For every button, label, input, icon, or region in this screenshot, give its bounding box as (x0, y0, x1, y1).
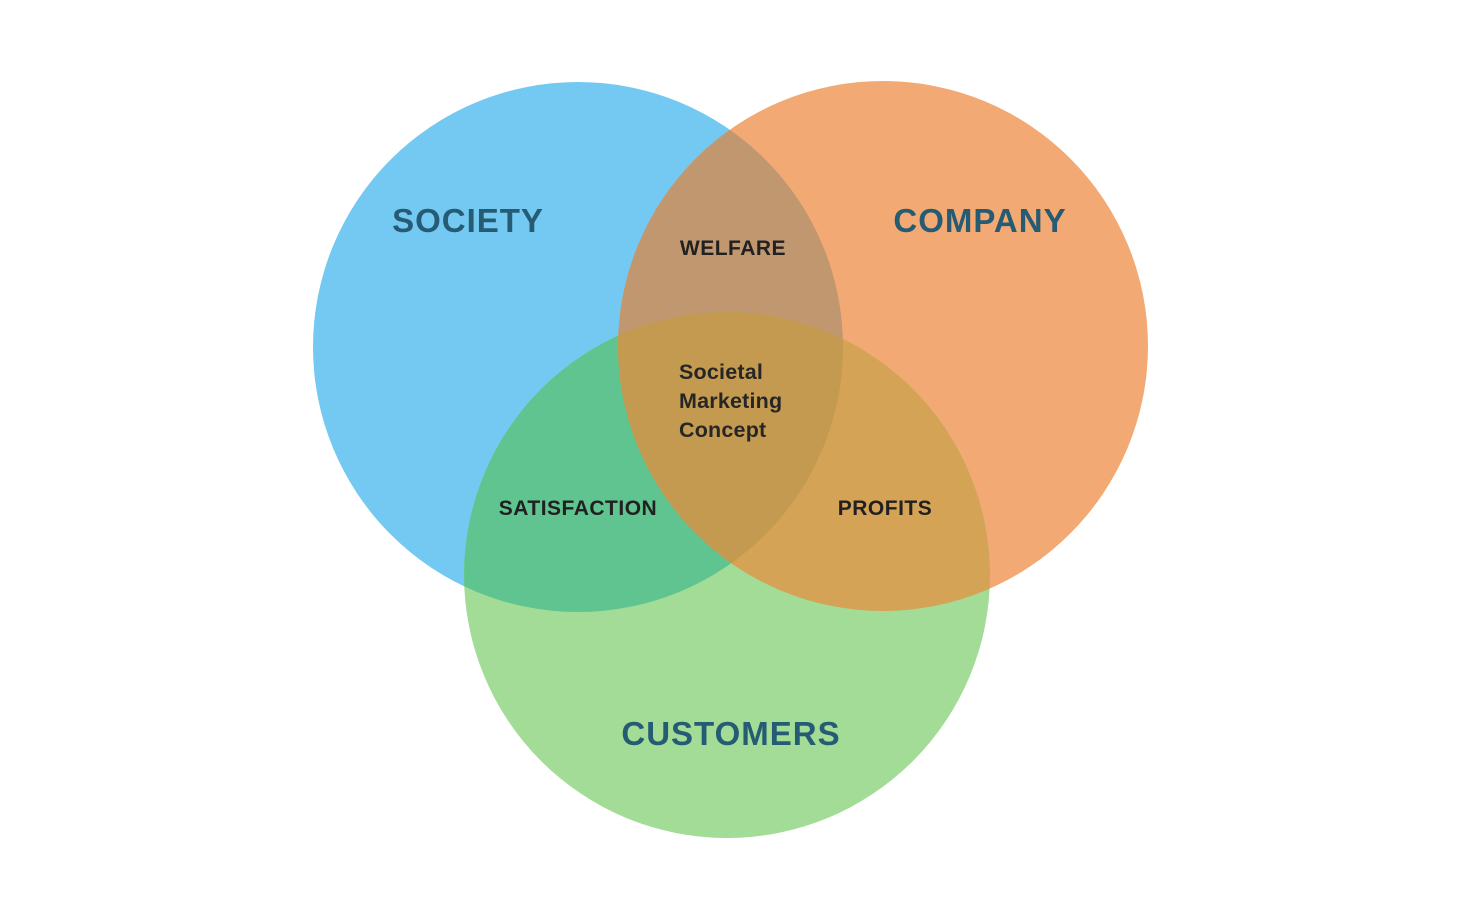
center-label-line-2: Marketing (679, 389, 782, 413)
company-title: COMPANY (893, 202, 1066, 239)
satisfaction-label: SATISFACTION (499, 497, 657, 520)
customers-title: CUSTOMERS (621, 715, 840, 752)
welfare-label: WELFARE (680, 237, 786, 260)
society-title: SOCIETY (392, 202, 544, 239)
center-label-line-1: Societal (679, 360, 763, 384)
center-label-line-3: Concept (679, 418, 766, 442)
center-label: Societal Marketing Concept (679, 360, 782, 442)
profits-label: PROFITS (838, 497, 933, 520)
